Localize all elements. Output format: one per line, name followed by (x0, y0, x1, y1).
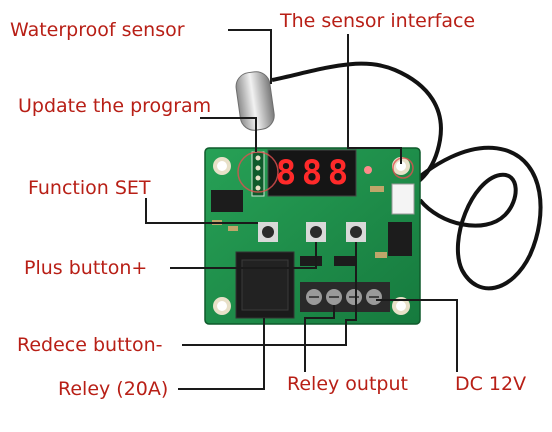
screw-terminals (300, 282, 390, 312)
label-dc-power: DC 12V (455, 373, 527, 395)
highlight-program-header (237, 151, 279, 193)
label-relay: Reley (20A) (58, 378, 169, 400)
leader-waterproof-sensor (228, 29, 272, 84)
highlight-sensor-socket (392, 157, 414, 179)
waterproof-probe (235, 71, 275, 131)
relay-block (235, 251, 295, 319)
leader-dc-power (376, 299, 458, 372)
leader-sensor-interface (347, 34, 402, 164)
seven-segment-display: 8 8 8 (267, 149, 357, 197)
label-relay-output: Reley output (287, 373, 408, 395)
label-plus-button: Plus button+ (24, 257, 148, 279)
leader-function-set (145, 198, 258, 224)
display-digit-3: 8 (328, 153, 348, 193)
leader-minus-button (182, 242, 357, 346)
label-update-program: Update the program (18, 95, 212, 117)
label-function-set: Function SET (28, 177, 151, 199)
sensor-cable-loop (400, 145, 543, 291)
label-waterproof-sensor: Waterproof sensor (10, 19, 185, 41)
label-minus-button: Redece button- (17, 334, 163, 356)
label-sensor-interface: The sensor interface (280, 10, 476, 32)
leader-relay-output (304, 305, 335, 372)
display-digit-1: 8 (276, 153, 296, 193)
leader-plus-button (170, 242, 317, 269)
leader-relay (178, 318, 265, 390)
display-digit-2: 8 (302, 153, 322, 193)
leader-update-program (200, 117, 257, 152)
